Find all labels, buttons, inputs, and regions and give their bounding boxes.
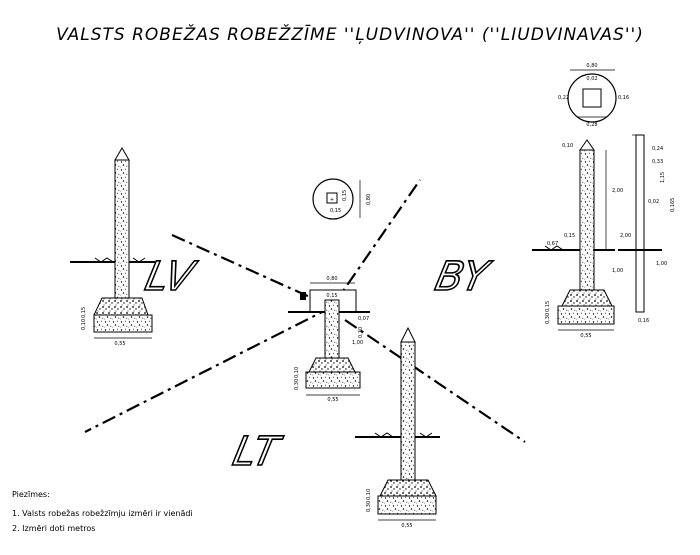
note-item-2: 2. Izmēri doti metros: [12, 524, 95, 533]
note-item-1: 1. Valsts robežas robežzīmju izmēri ir v…: [12, 509, 193, 518]
dim-circle-small: 0,15: [330, 208, 341, 214]
dim-circle-diam: 0,80: [366, 194, 372, 205]
dim-left-side2: 0,10: [81, 319, 87, 330]
dim-lt-base: 0,55: [401, 523, 412, 529]
dim-by-under: 1,00: [612, 268, 623, 274]
dim-top-circle-left: 0,22: [558, 95, 569, 101]
svg-text:+: +: [330, 197, 334, 203]
region-label-by: BY: [431, 252, 496, 299]
notes-block: Piezīmes: 1. Valsts robežas robežzīmju i…: [12, 490, 193, 533]
dim-prof-165: 0,165: [670, 198, 676, 212]
border-line-lv: [171, 233, 333, 309]
dim-prof-200: 2,00: [620, 233, 631, 239]
dim-lt-side: 0,10: [366, 489, 372, 500]
dim-prof-02: 0,02: [648, 199, 659, 205]
dim-center-gnd: 0,07: [358, 316, 369, 322]
border-line-by: [331, 179, 421, 308]
dim-by-small: 0,15: [564, 233, 575, 239]
dim-by-side2: 0,15: [545, 301, 551, 312]
dim-center-right2: 1,00: [352, 340, 363, 346]
border-line-lt-right: [344, 319, 526, 443]
post-lv-shaft: [114, 159, 130, 299]
dim-prof-24: 0,24: [652, 146, 663, 152]
dim-prof-15: 1,15: [660, 172, 666, 183]
dim-prof-100: 1,00: [656, 261, 667, 267]
dim-by-side: 0,30: [545, 313, 551, 324]
dim-center-right: 0,30: [358, 327, 364, 338]
region-label-lv: LV: [141, 252, 201, 299]
dim-top-circle-bottom: 0,28: [586, 122, 597, 128]
circle-detail-by: 0,80 0,02 0,22 0,16 0,28: [558, 63, 629, 128]
dim-lt-side2: 0,30: [366, 501, 372, 512]
dim-by-height: 2,00: [612, 188, 623, 194]
border-line-lt-left: [84, 306, 333, 433]
dim-by-cap: 0,10: [562, 143, 573, 149]
dim-center-top: 0,80: [326, 276, 337, 282]
profile-by: 0,24 0,33 1,15 0,02 0,165 2,00 1,00 0,16: [618, 134, 676, 324]
dim-center-side2: 0,30: [294, 379, 300, 390]
drawing-title: VALSTS ROBEŽAS ROBEŽZĪME ''ĻUDVINOVA'' (…: [56, 23, 644, 45]
dim-top-circle-right: 0,16: [618, 95, 629, 101]
post-center: 0,80 0,15 0,30 1,00 0,07 0,55 0,10 0,30: [288, 276, 370, 403]
dim-top-circle-diam: 0,80: [586, 63, 597, 69]
dim-prof-016: 0,16: [638, 318, 649, 324]
region-label-lt: LT: [229, 427, 286, 474]
notes-heading: Piezīmes:: [12, 490, 50, 499]
dim-center-side: 0,10: [294, 367, 300, 378]
post-by: 0,10 2,00 1,00 0,67 0,15 0,55 0,15 0,30: [532, 139, 623, 339]
dim-top-circle-inner: 0,02: [586, 76, 597, 82]
dim-left-base: 0,55: [114, 341, 125, 347]
dim-center-inner: 0,15: [326, 293, 337, 299]
circle-detail-top: + 0,15 0,15 0,80: [312, 178, 372, 220]
dim-circle-plus: 0,15: [342, 190, 348, 201]
dim-left-side: 0,15: [81, 307, 87, 318]
dim-by-base: 0,55: [580, 333, 591, 339]
dim-by-ground: 0,67: [547, 241, 558, 247]
post-lt: 0,55 0,10 0,30: [355, 326, 440, 529]
dim-center-base: 0,55: [327, 397, 338, 403]
post-lv: 0,55 0,15 0,10: [70, 147, 155, 347]
dim-prof-33: 0,33: [652, 159, 663, 165]
